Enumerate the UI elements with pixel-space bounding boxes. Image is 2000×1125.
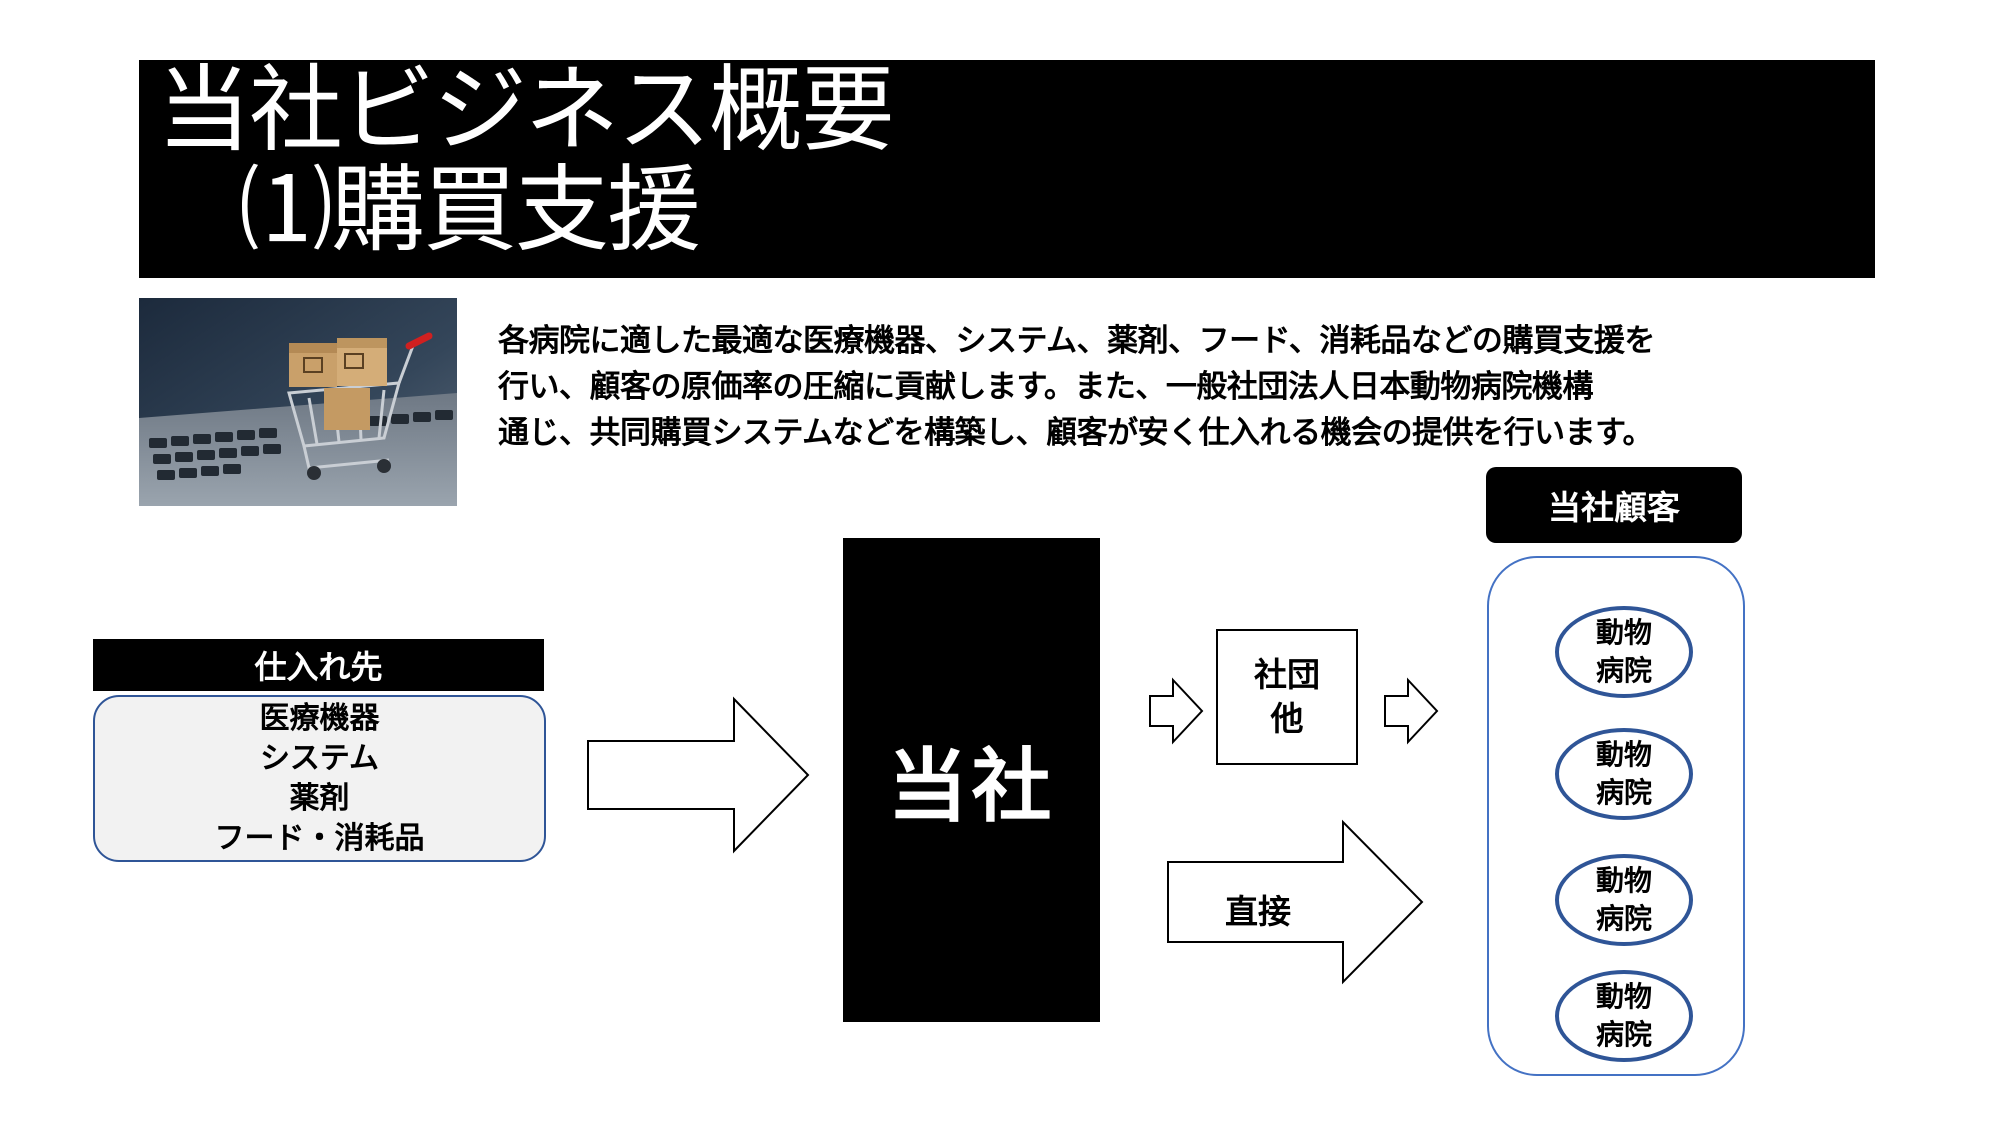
description-line: 行い、顧客の原価率の圧縮に貢献します。また、一般社団法人日本動物病院機構 bbox=[498, 369, 1593, 405]
hospital-node: 動物 病院 bbox=[1555, 606, 1693, 698]
hospital-label: 動物 bbox=[1595, 738, 1652, 771]
company-to-association-arrow bbox=[1149, 677, 1204, 745]
association-label: 他 bbox=[1270, 699, 1304, 738]
title-bar: 当社ビジネス概要 ⑴購買支援 bbox=[139, 60, 1875, 278]
supplier-items-box: 医療機器 システム 薬剤 フード・消耗品 bbox=[93, 695, 546, 862]
supplier-header: 仕入れ先 bbox=[93, 639, 544, 691]
hospital-label: 病院 bbox=[1595, 654, 1652, 687]
business-description: 各病院に適した最適な医療機器、システム、薬剤、フード、消耗品などの購買支援を 行… bbox=[498, 318, 1828, 456]
hospital-label: 病院 bbox=[1595, 902, 1652, 935]
hospital-node: 動物 病院 bbox=[1555, 728, 1693, 820]
supplier-item: システム bbox=[259, 740, 380, 776]
hospital-node: 動物 病院 bbox=[1555, 970, 1693, 1062]
description-line: 通じ、共同購買システムなどを構築し、顧客が安く仕入れる機会の提供を行います。 bbox=[498, 415, 1653, 451]
association-box: 社団 他 bbox=[1216, 629, 1358, 765]
slide-title: 当社ビジネス概要 bbox=[157, 60, 895, 165]
association-label: 社団 bbox=[1254, 655, 1320, 694]
direct-arrow bbox=[1167, 819, 1424, 985]
shopping-cart-icon bbox=[139, 298, 457, 506]
supplier-item: フード・消耗品 bbox=[214, 820, 425, 856]
supplier-to-company-arrow bbox=[587, 696, 810, 854]
company-box: 当社 bbox=[843, 538, 1100, 1022]
association-to-customer-arrow bbox=[1384, 677, 1439, 745]
hospital-label: 病院 bbox=[1595, 1018, 1652, 1051]
hospital-label: 動物 bbox=[1595, 980, 1652, 1013]
hospital-node: 動物 病院 bbox=[1555, 854, 1693, 946]
slide-subtitle: ⑴購買支援 bbox=[239, 156, 701, 265]
customer-header: 当社顧客 bbox=[1486, 467, 1742, 543]
hospital-label: 動物 bbox=[1595, 616, 1652, 649]
description-line: 各病院に適した最適な医療機器、システム、薬剤、フード、消耗品などの購買支援を bbox=[498, 323, 1655, 359]
direct-label: 直接 bbox=[1225, 892, 1291, 931]
supplier-item: 医療機器 bbox=[259, 700, 380, 736]
hospital-label: 病院 bbox=[1595, 776, 1652, 809]
supplier-item: 薬剤 bbox=[289, 780, 350, 816]
hospital-label: 動物 bbox=[1595, 864, 1652, 897]
shopping-cart-photo bbox=[139, 298, 457, 506]
